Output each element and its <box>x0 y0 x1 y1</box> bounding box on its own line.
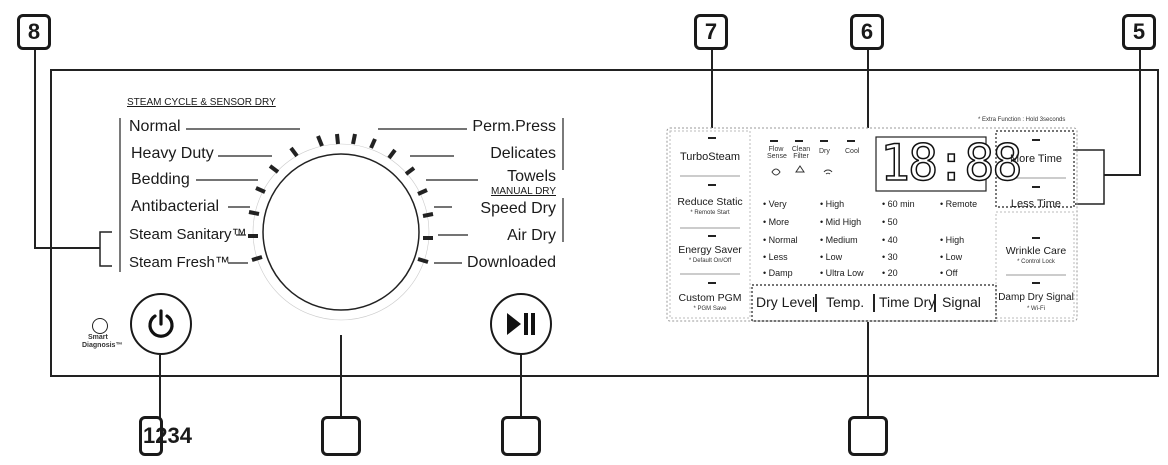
cycle-heavy-duty[interactable]: Heavy Duty <box>131 145 214 162</box>
power-button[interactable] <box>130 293 192 355</box>
divider <box>815 294 817 312</box>
default-onoff-sublabel: * Default On/Off <box>688 258 732 264</box>
play-pause-icon <box>507 313 535 335</box>
temp-button[interactable]: Temp. <box>826 294 865 310</box>
cycle-steam-sanitary[interactable]: Steam Sanitary™ <box>129 226 247 243</box>
extra-function-note: * Extra Function : Hold 3seconds <box>978 117 1066 123</box>
callout-5: 5 <box>1122 14 1156 50</box>
signal-button[interactable]: Signal <box>942 294 981 310</box>
dry-level-very: Very <box>763 199 787 209</box>
damp-dry-signal-button[interactable]: Damp Dry Signal <box>998 292 1074 303</box>
clean-filter-label: Clean Filter <box>791 146 811 160</box>
dry-level-damp: Damp <box>763 268 793 278</box>
wrinkle-care-button[interactable]: Wrinkle Care <box>1005 245 1067 257</box>
turbosteam-button[interactable]: TurboSteam <box>679 151 741 163</box>
more-time-button[interactable]: More Time <box>1010 153 1062 165</box>
cycle-delicates[interactable]: Delicates <box>490 145 556 162</box>
less-time-button[interactable]: Less Time <box>1010 198 1062 210</box>
temp-low: Low <box>820 252 843 262</box>
time-dry-50: 50 <box>882 217 898 227</box>
callout-option-labels <box>848 416 888 456</box>
reduce-static-button[interactable]: Reduce Static <box>677 196 743 208</box>
cycle-perm-press[interactable]: Perm.Press <box>472 118 556 135</box>
energy-saver-button[interactable]: Energy Saver <box>678 244 742 256</box>
temp-mid-high: Mid High <box>820 217 862 227</box>
cycle-bedding[interactable]: Bedding <box>131 171 190 188</box>
cycle-antibacterial[interactable]: Antibacterial <box>131 198 220 215</box>
dry-level-less: Less <box>763 252 788 262</box>
divider <box>873 294 875 312</box>
dial-ticks <box>248 133 434 264</box>
control-panel-outline <box>50 69 1159 377</box>
cycle-towels[interactable]: Towels <box>507 168 556 185</box>
time-dry-60: 60 min <box>882 199 915 209</box>
power-icon <box>148 309 174 338</box>
time-dry-30: 30 <box>882 252 898 262</box>
custom-pgm-button[interactable]: Custom PGM <box>678 292 742 304</box>
temp-ultra-low: Ultra Low <box>820 268 864 278</box>
time-dry-40: 40 <box>882 235 898 245</box>
callout-start-pause <box>501 416 541 456</box>
temp-high: High <box>820 199 845 209</box>
callout-8: 8 <box>17 14 51 50</box>
callout-dial <box>321 416 361 456</box>
cycle-air-dry[interactable]: Air Dry <box>507 227 556 244</box>
signal-high: High <box>940 235 965 245</box>
leader-5 <box>1104 48 1141 176</box>
cycle-dial <box>262 153 420 311</box>
leader-8 <box>34 48 100 249</box>
start-pause-button[interactable] <box>490 293 552 355</box>
callout-6: 6 <box>850 14 884 50</box>
cycle-steam-fresh[interactable]: Steam Fresh™ <box>129 254 230 271</box>
manual-dry-header: MANUAL DRY <box>490 186 556 197</box>
smart-diagnosis-icon <box>92 318 108 334</box>
callout-7: 7 <box>694 14 728 50</box>
lcd-time-display: 18:88 <box>879 134 1023 192</box>
dry-level-button[interactable]: Dry Level <box>756 294 816 310</box>
dry-level-more: More <box>763 217 790 227</box>
wifi-sublabel: * Wi-Fi <box>1027 306 1045 312</box>
remote-indicator: Remote <box>940 199 978 209</box>
cycle-downloaded[interactable]: Downloaded <box>467 254 556 271</box>
signal-low: Low <box>940 252 963 262</box>
cool-label: Cool <box>845 148 860 155</box>
signal-off: Off <box>940 268 958 278</box>
remote-start-sublabel: * Remote Start <box>690 210 730 216</box>
callout-power-group: 1234 <box>139 416 192 456</box>
temp-medium: Medium <box>820 235 858 245</box>
smart-diagnosis-label-1: Smart <box>88 334 108 341</box>
time-dry-button[interactable]: Time Dry <box>879 294 936 310</box>
divider <box>934 294 936 312</box>
control-lock-sublabel: * Control Lock <box>1017 259 1055 265</box>
pgm-save-sublabel: * PGM Save <box>693 306 727 312</box>
steam-cycle-header: STEAM CYCLE & SENSOR DRY <box>127 97 276 108</box>
smart-diagnosis-label-2: Diagnosis™ <box>82 342 123 349</box>
flow-sense-label: Flow Sense <box>767 146 787 160</box>
time-dry-20: 20 <box>882 268 898 278</box>
dry-label: Dry <box>819 148 830 155</box>
cycle-normal[interactable]: Normal <box>129 118 181 135</box>
cycle-speed-dry[interactable]: Speed Dry <box>480 200 556 217</box>
dry-level-normal: Normal <box>763 235 798 245</box>
